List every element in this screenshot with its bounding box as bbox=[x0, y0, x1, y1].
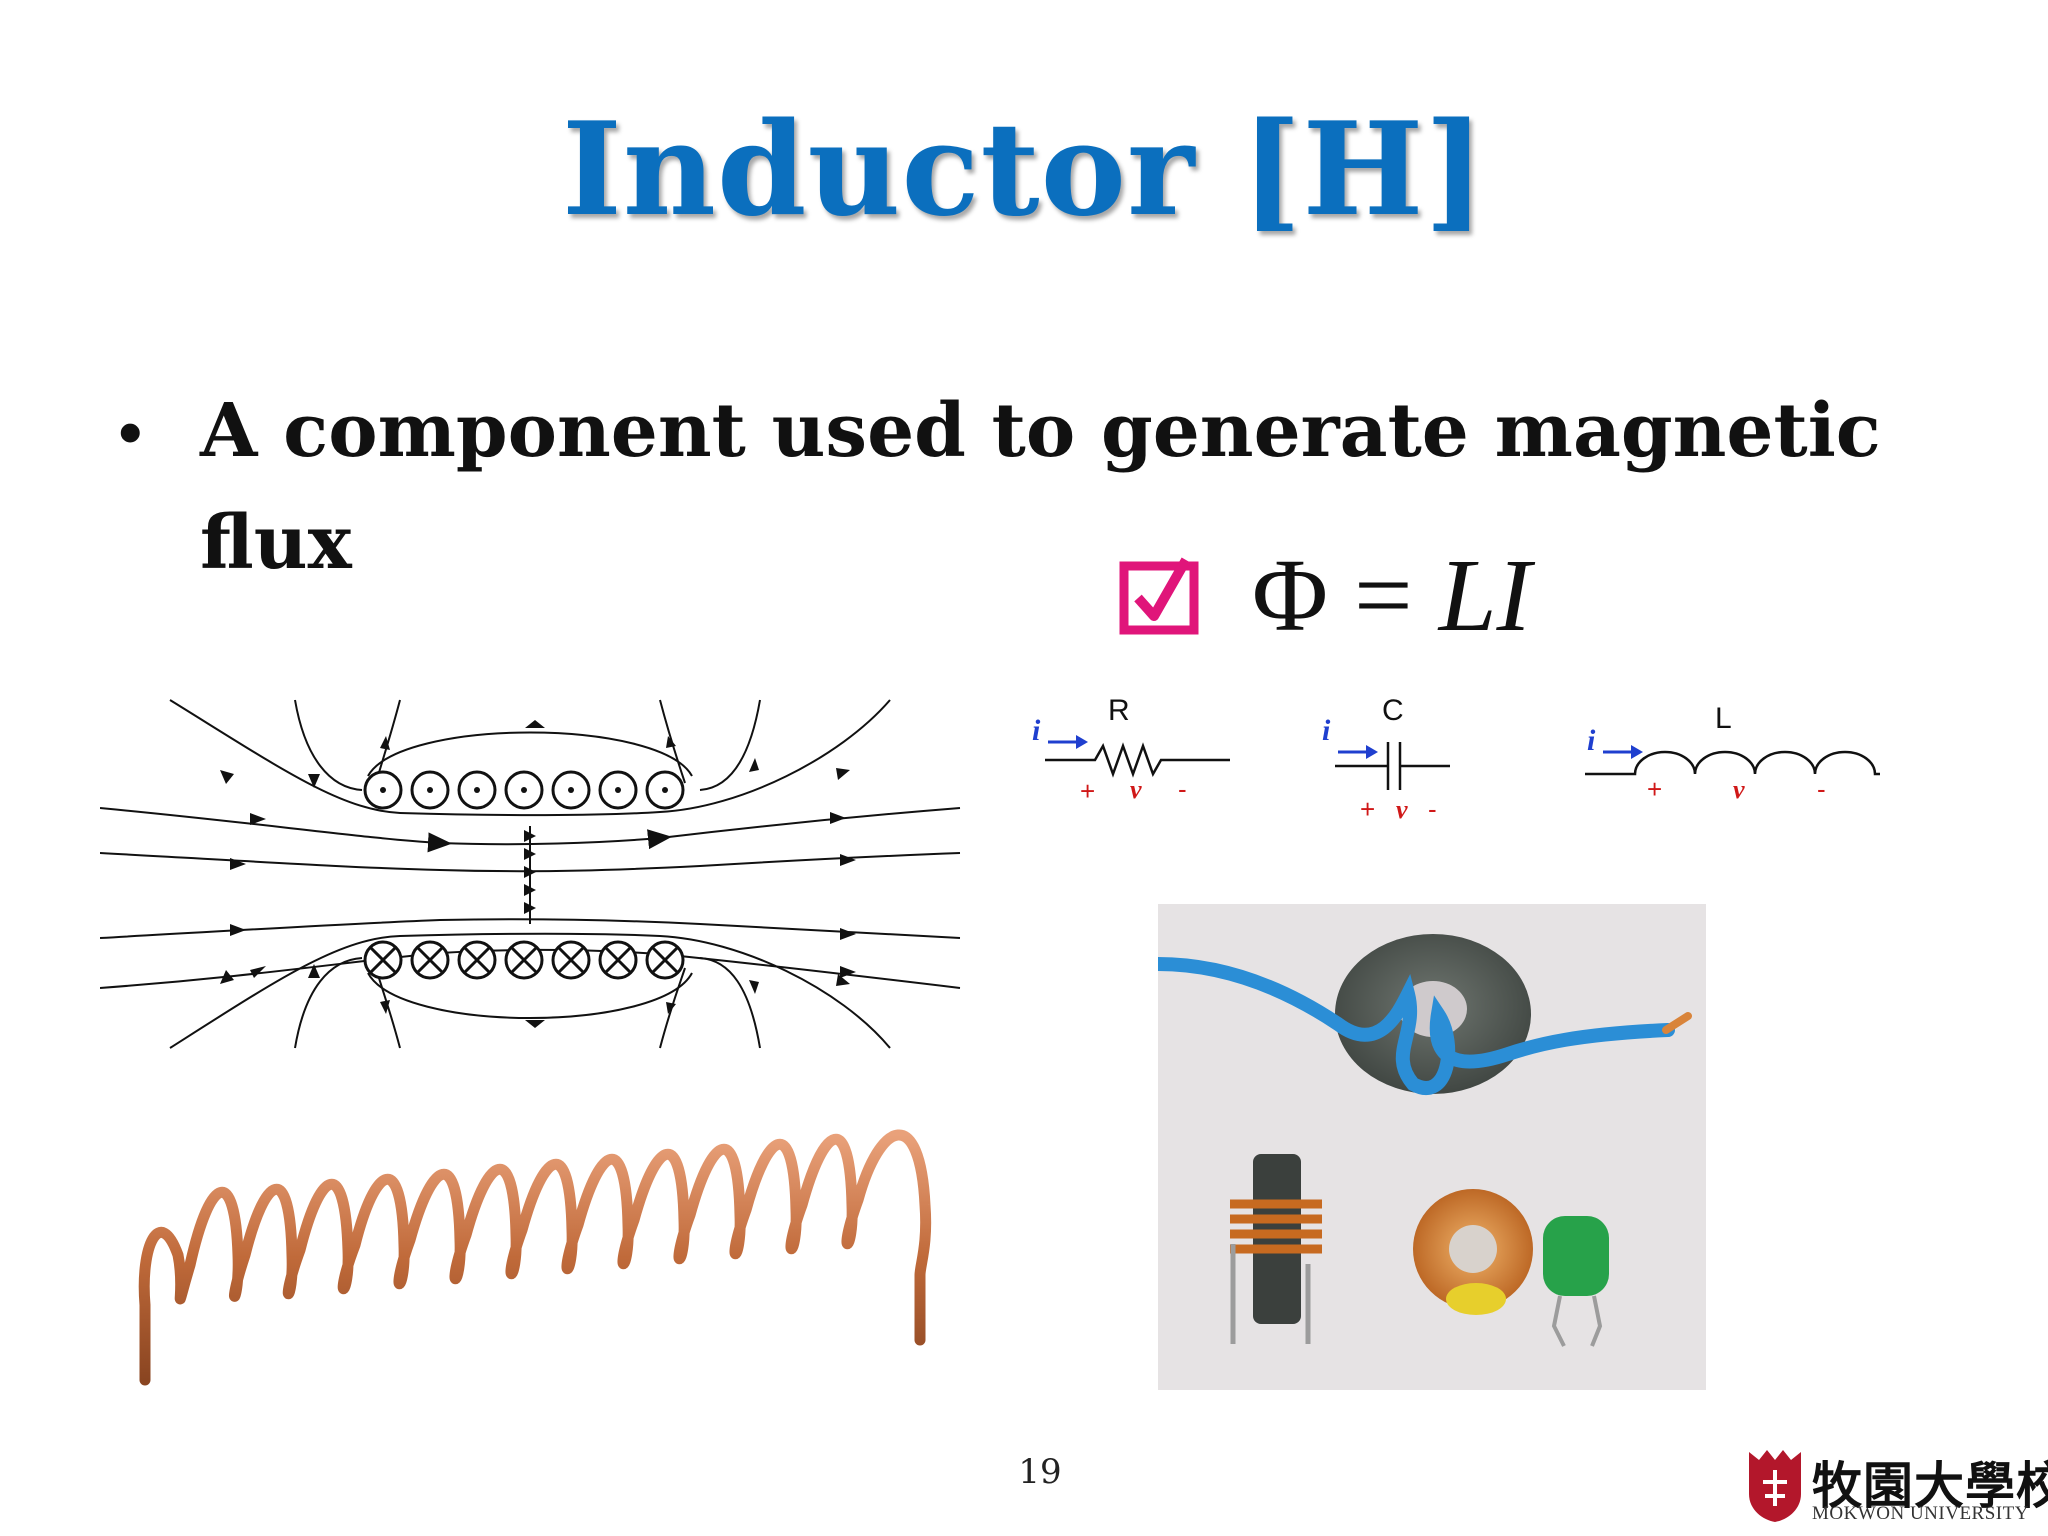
svg-text:+: + bbox=[1080, 776, 1095, 806]
resistor-symbol: i R + v - bbox=[1032, 694, 1230, 806]
svg-text:-: - bbox=[1817, 774, 1826, 804]
page-number: 19 bbox=[1018, 1452, 1062, 1492]
slide-title: Inductor [H] bbox=[562, 95, 1486, 245]
svg-text:C: C bbox=[1382, 694, 1404, 727]
inductor-symbol: i L + v - bbox=[1585, 702, 1880, 804]
equation-operator: = bbox=[1354, 537, 1413, 653]
logo-name-cjk: 牧園大學校 bbox=[1812, 1457, 2048, 1515]
equation-lhs: Φ bbox=[1252, 537, 1329, 653]
svg-text:i: i bbox=[1032, 714, 1041, 747]
university-emblem-icon bbox=[1749, 1450, 1801, 1522]
logo-name-en: MOKWON UNIVERSITY bbox=[1812, 1503, 2029, 1524]
equation-rhs: LI bbox=[1438, 537, 1532, 653]
svg-text:i: i bbox=[1587, 724, 1596, 757]
svg-text:+: + bbox=[1360, 794, 1375, 824]
bullet-dot: • bbox=[118, 393, 143, 471]
checkbox-icon bbox=[1119, 557, 1199, 635]
svg-text:R: R bbox=[1108, 694, 1130, 727]
svg-text:-: - bbox=[1428, 794, 1437, 824]
svg-text:i: i bbox=[1322, 714, 1331, 747]
flux-equation: Φ = LI bbox=[1252, 536, 1531, 655]
svg-text:L: L bbox=[1715, 702, 1732, 735]
bullet-text: A component used to generate magnetic fl… bbox=[200, 388, 1881, 586]
capacitor-symbol: i C + v - bbox=[1322, 694, 1450, 824]
svg-text:+: + bbox=[1647, 774, 1662, 804]
svg-text:v: v bbox=[1396, 795, 1408, 824]
svg-text:v: v bbox=[1130, 775, 1142, 804]
equation-row: Φ = LI bbox=[1118, 538, 1531, 653]
circuit-symbols: i R + v - i C + v - i L + v - bbox=[1032, 694, 1880, 824]
svg-text:v: v bbox=[1733, 775, 1745, 804]
inductor-components-photo bbox=[1158, 904, 1706, 1390]
svg-text:-: - bbox=[1178, 774, 1187, 804]
copper-coil-image bbox=[138, 1129, 932, 1386]
solenoid-field-diagram bbox=[100, 699, 961, 1049]
